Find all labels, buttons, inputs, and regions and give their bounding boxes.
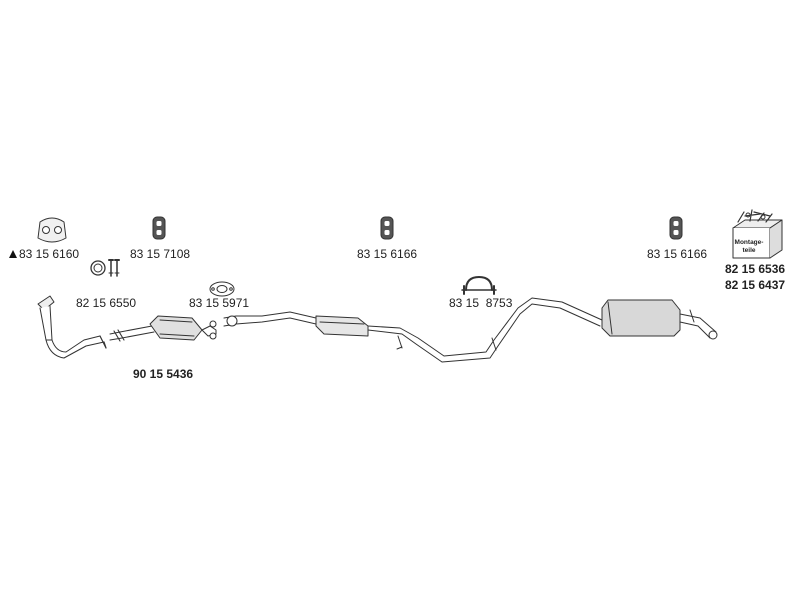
oval-gasket-icon — [209, 281, 235, 297]
part-number-hanger-2: 83 15 6166 — [357, 247, 418, 261]
clamp-icon — [461, 276, 497, 295]
part-number-clamp: 83 15 8753 — [449, 296, 513, 310]
triangle-marker-icon — [9, 250, 17, 258]
ring-and-bolts-icon — [90, 259, 120, 277]
part-number-oval-gasket: 83 15 5971 — [189, 296, 250, 310]
rubber-hanger-icon — [152, 216, 166, 240]
mounting-kit-box-label: Montage-teile — [734, 239, 764, 254]
part-number-ring-bolts: 82 15 6550 — [76, 296, 137, 310]
rubber-hanger-icon — [669, 216, 683, 240]
flange-gasket-icon — [37, 217, 67, 243]
mounting-kit-box-icon — [732, 209, 783, 259]
rubber-hanger-icon — [380, 216, 394, 240]
part-number-downpipe-catalyst: 90 15 5436 — [133, 367, 194, 381]
part-number-mounting-kit-2: 82 15 6437 — [725, 278, 786, 292]
part-number-flange-gasket: 83 15 6160 — [9, 247, 79, 261]
exhaust-pipe-icon — [37, 295, 718, 363]
part-number-hanger-1: 83 15 7108 — [130, 247, 191, 261]
part-number-mounting-kit-1: 82 15 6536 — [725, 262, 786, 276]
part-number-hanger-3: 83 15 6166 — [647, 247, 708, 261]
